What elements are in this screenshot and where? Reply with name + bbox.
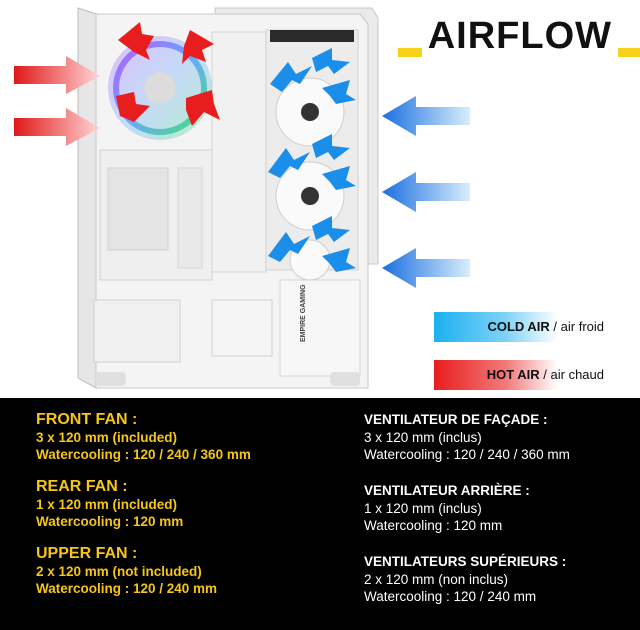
- spec-line: Watercooling : 120 / 240 mm: [36, 581, 218, 596]
- empire-gaming-logo: EMPIRE GAMING: [300, 284, 307, 342]
- hot-air-exhaust-arrows: [14, 56, 100, 146]
- spec-line: Watercooling : 120 / 240 / 360 mm: [364, 447, 570, 462]
- title-banner: AIRFLOW: [398, 4, 640, 76]
- cold-air-flow-arrows: [268, 48, 356, 272]
- specs-french-column: VENTILATEUR DE FAÇADE : 3 x 120 mm (incl…: [364, 410, 634, 623]
- spec-title: VENTILATEUR DE FAÇADE :: [364, 412, 548, 427]
- legend-cold-air-translation: / air froid: [549, 319, 604, 334]
- spec-block-rear-fan: REAR FAN : 1 x 120 mm (included) Waterco…: [36, 477, 346, 530]
- spec-title: REAR FAN :: [36, 478, 128, 495]
- spec-title: VENTILATEURS SUPÉRIEURS :: [364, 554, 567, 569]
- spec-title: VENTILATEUR ARRIÈRE :: [364, 483, 530, 498]
- legend-hot-air-label: HOT AIR: [486, 367, 540, 382]
- spec-title: UPPER FAN :: [36, 545, 138, 562]
- spec-line: Watercooling : 120 / 240 / 360 mm: [36, 447, 251, 462]
- hot-air-circulation-arrows: [116, 22, 220, 126]
- spec-line: 2 x 120 mm (non inclus): [364, 572, 509, 587]
- spec-line: 1 x 120 mm (inclus): [364, 501, 482, 516]
- spec-line: Watercooling : 120 mm: [364, 518, 503, 533]
- spec-block-ventilateurs-superieurs: VENTILATEURS SUPÉRIEURS : 2 x 120 mm (no…: [364, 552, 634, 605]
- legend-cold-air-label: COLD AIR: [487, 319, 550, 334]
- svg-text:EMPIRE GAMING: EMPIRE GAMING: [300, 284, 307, 342]
- spec-line: Watercooling : 120 mm: [36, 514, 184, 529]
- spec-line: 3 x 120 mm (included): [36, 430, 178, 445]
- cold-air-intake-arrows: [382, 96, 470, 288]
- legend-hot-air: HOT AIR / air chaud: [434, 360, 640, 390]
- spec-block-ventilateur-arriere: VENTILATEUR ARRIÈRE : 1 x 120 mm (inclus…: [364, 481, 634, 534]
- spec-block-front-fan: FRONT FAN : 3 x 120 mm (included) Waterc…: [36, 410, 346, 463]
- spec-line: 3 x 120 mm (inclus): [364, 430, 482, 445]
- spec-line: 2 x 120 mm (not included): [36, 564, 202, 579]
- page-title: AIRFLOW: [421, 14, 618, 58]
- spec-block-upper-fan: UPPER FAN : 2 x 120 mm (not included) Wa…: [36, 544, 346, 597]
- legend-cold-air: COLD AIR / air froid: [434, 312, 640, 342]
- spec-line: 1 x 120 mm (included): [36, 497, 178, 512]
- spec-line: Watercooling : 120 / 240 mm: [364, 589, 537, 604]
- spec-block-ventilateur-facade: VENTILATEUR DE FAÇADE : 3 x 120 mm (incl…: [364, 410, 634, 463]
- case-illustration-area: EMPIRE GAMING: [14, 4, 640, 390]
- spec-title: FRONT FAN :: [36, 411, 138, 428]
- fan-specifications-panel: FRONT FAN : 3 x 120 mm (included) Waterc…: [0, 398, 640, 630]
- legend-hot-air-translation: / air chaud: [539, 367, 604, 382]
- specs-english-column: FRONT FAN : 3 x 120 mm (included) Waterc…: [36, 410, 346, 611]
- pc-case-airflow-illustration: EMPIRE GAMING: [14, 7, 470, 389]
